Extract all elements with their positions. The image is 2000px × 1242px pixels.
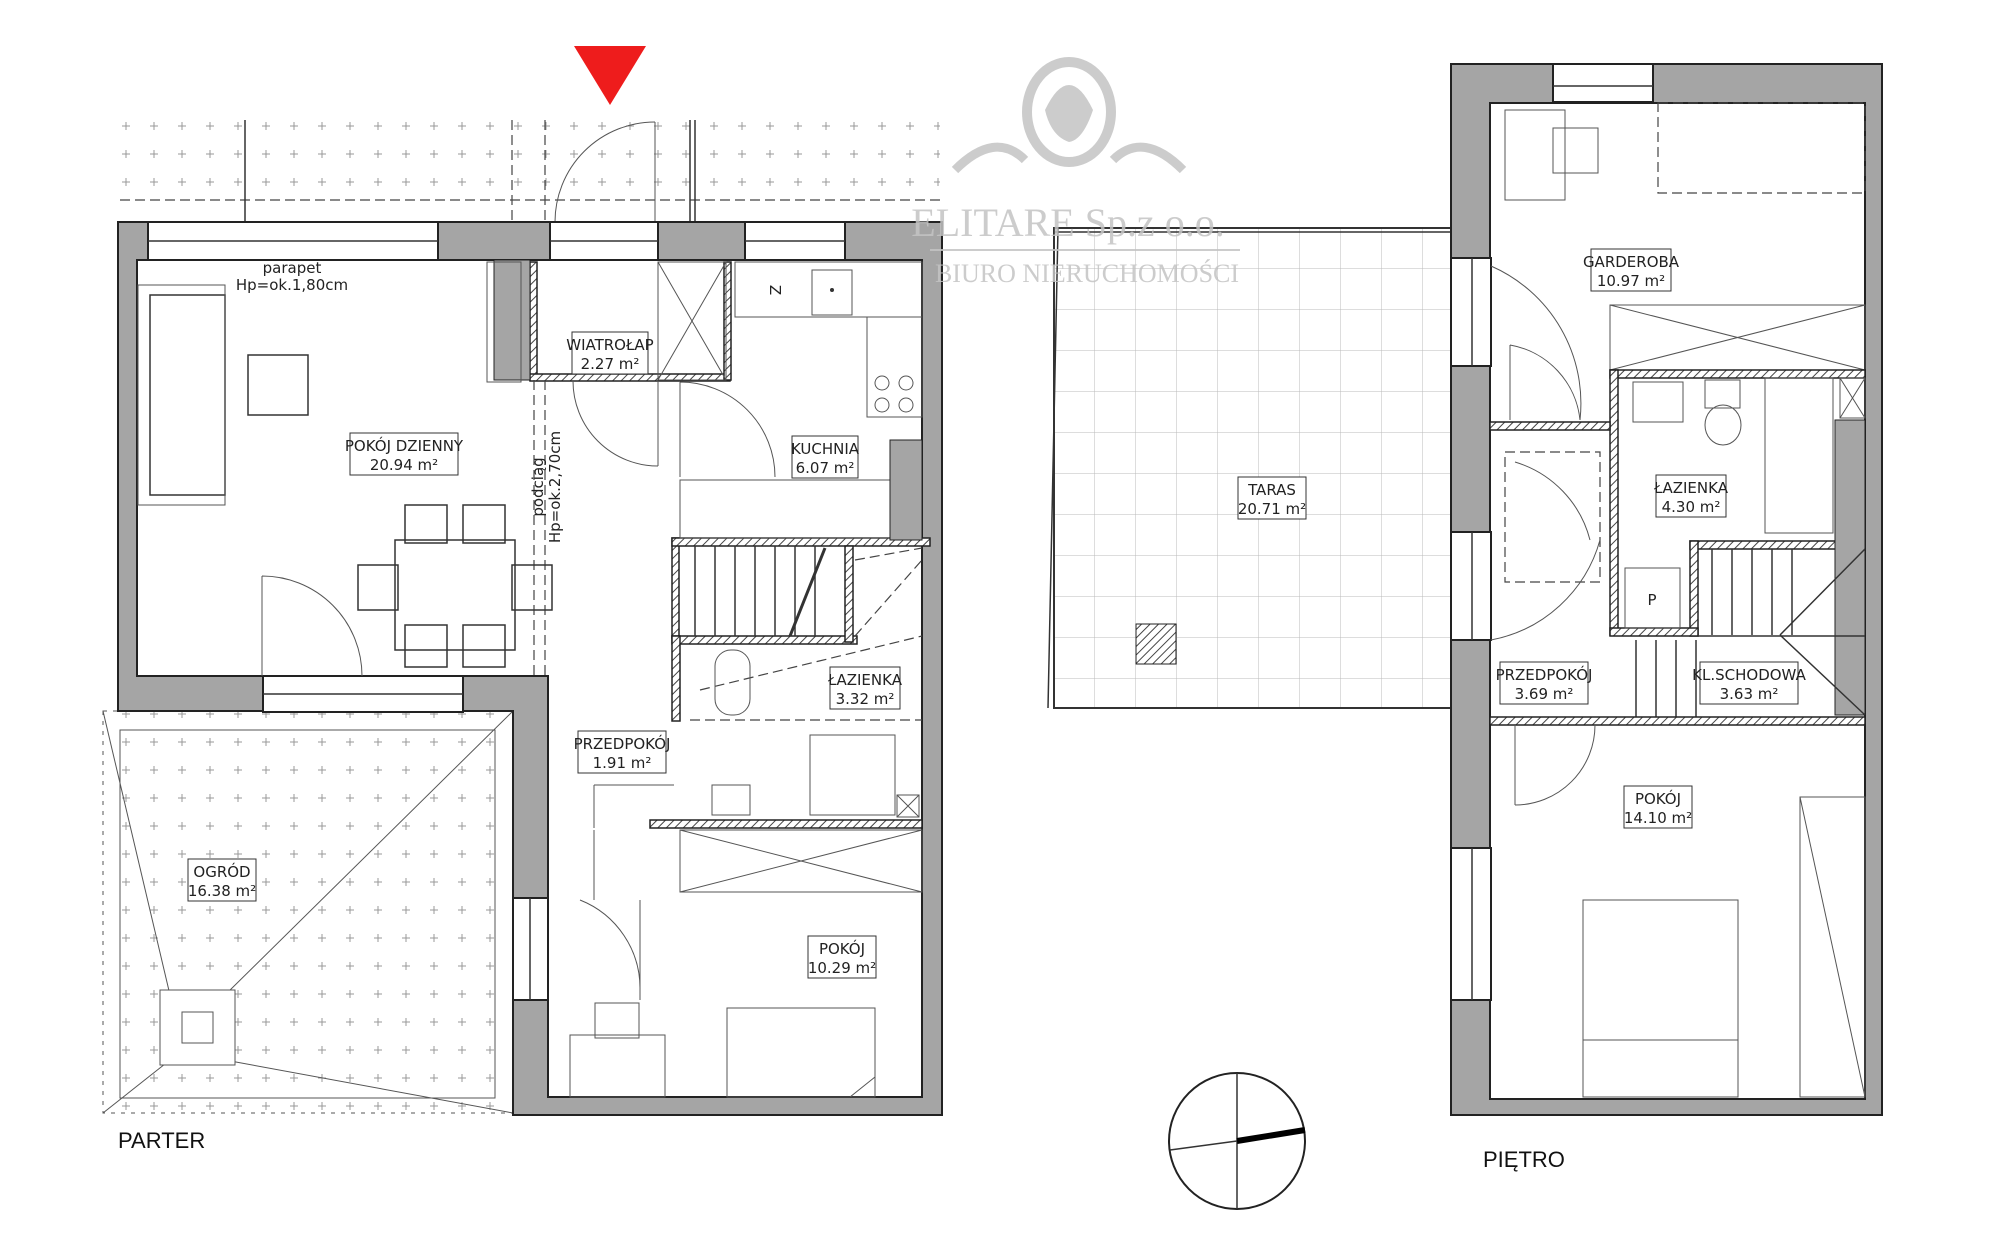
svg-text:OGRÓD: OGRÓD [193,862,250,881]
window [1450,847,1492,1001]
desk [569,1034,666,1098]
dining-table [394,539,516,651]
parapet-height-note: Hp=ok.1,80cm [236,276,348,294]
svg-text:WIATROŁAP: WIATROŁAP [566,336,653,354]
window [1450,531,1492,641]
compass-icon [1168,1072,1306,1210]
svg-text:POKÓJ: POKÓJ [819,939,865,958]
svg-text:PRZEDPOKÓJ: PRZEDPOKÓJ [574,734,671,753]
garden [102,710,514,1114]
watermark-company: ELITARE Sp.z o.o. [911,200,1224,245]
svg-text:3.69 m²: 3.69 m² [1515,685,1574,703]
beam-note: podciąg [529,457,547,516]
svg-text:20.71 m²: 20.71 m² [1238,500,1306,518]
upper-floor: P [1047,63,1883,1116]
svg-text:GARDEROBA: GARDEROBA [1583,253,1680,271]
boiler-symbol: P [1647,591,1656,609]
svg-text:6.07 m²: 6.07 m² [796,459,855,477]
upper-floor-walls [1450,63,1883,1116]
window [1552,63,1654,103]
fridge-symbol: Z [766,285,784,295]
svg-text:10.29 m²: 10.29 m² [808,959,876,977]
svg-text:ŁAZIENKA: ŁAZIENKA [827,671,903,689]
window [1450,257,1492,367]
ground-floor: Z [102,221,943,1116]
outdoor-paving [120,118,940,223]
ground-floor-title: PARTER [118,1128,205,1153]
svg-text:ŁAZIENKA: ŁAZIENKA [1653,479,1729,497]
svg-text:20.94 m²: 20.94 m² [370,456,438,474]
stairs [1635,548,1866,720]
stairs [694,546,923,691]
bed [1582,899,1739,1098]
entrance-marker-icon [574,46,646,105]
svg-text:3.32 m²: 3.32 m² [836,690,895,708]
svg-text:KL.SCHODOWA: KL.SCHODOWA [1692,666,1806,684]
svg-text:KUCHNIA: KUCHNIA [791,440,860,458]
wardrobe [1799,796,1866,1098]
svg-text:3.63 m²: 3.63 m² [1720,685,1779,703]
watermark-subtitle: BIURO NIERUCHOMOŚCI [935,259,1239,288]
svg-text:1.91 m²: 1.91 m² [593,754,652,772]
svg-text:POKÓJ DZIENNY: POKÓJ DZIENNY [345,436,464,455]
parapet-note: parapet [263,259,322,277]
svg-text:10.97 m²: 10.97 m² [1597,272,1665,290]
coffee-table [247,354,309,416]
sofa [149,294,226,496]
bed [726,1007,876,1098]
watermark-logo: ELITARE Sp.z o.o. BIURO NIERUCHOMOŚCI [911,57,1240,288]
svg-text:16.38 m²: 16.38 m² [188,882,256,900]
upper-floor-title: PIĘTRO [1483,1147,1565,1172]
svg-text:4.30 m²: 4.30 m² [1662,498,1721,516]
svg-text:14.10 m²: 14.10 m² [1624,809,1692,827]
beam-height-note: Hp=ok.2,70cm [546,431,564,543]
terrace [1047,227,1452,709]
svg-text:PRZEDPOKÓJ: PRZEDPOKÓJ [1496,665,1593,684]
svg-text:2.27 m²: 2.27 m² [581,355,640,373]
svg-text:TARAS: TARAS [1247,481,1296,499]
svg-text:POKÓJ: POKÓJ [1635,789,1681,808]
